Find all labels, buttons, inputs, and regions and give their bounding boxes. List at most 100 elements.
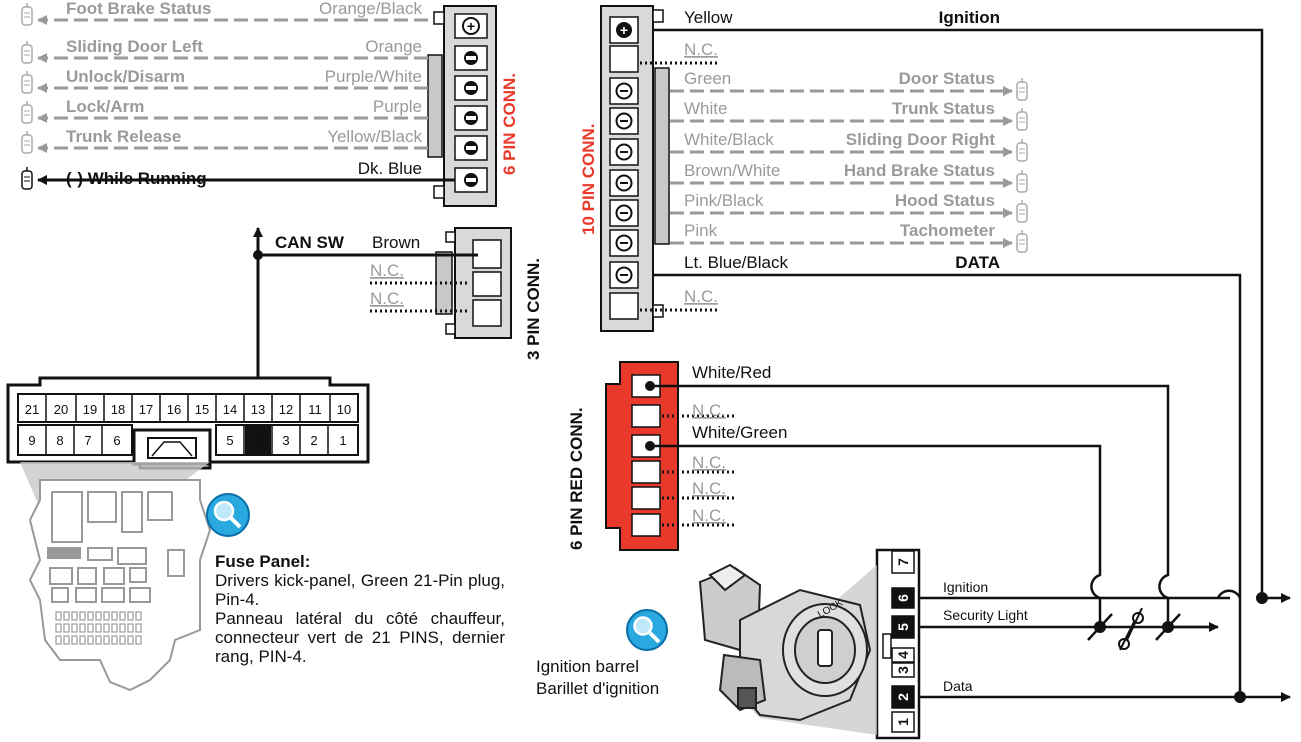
ignition-pin xyxy=(891,647,915,663)
fuse-panel-description: Fuse Panel: Drivers kick-panel, Green 21… xyxy=(215,552,505,666)
ten-pin-title: 10 PIN CONN. xyxy=(579,124,598,235)
ignition-caption-en: Ignition barrel xyxy=(536,657,640,676)
wire-color-label: Lt. Blue/Black xyxy=(684,253,788,272)
plug-pin-number: 20 xyxy=(54,402,68,417)
wire-function-label: Hand Brake Status xyxy=(844,161,995,180)
plug-pin-number: 18 xyxy=(111,402,125,417)
ign-wire-data: Data xyxy=(943,678,973,694)
wire-color-label: White/Black xyxy=(684,130,774,149)
ign-wire-security-light: Security Light xyxy=(943,607,1028,623)
wire-function-label: Ignition xyxy=(939,8,1000,27)
wire-color-label: Dk. Blue xyxy=(358,159,422,178)
ignition-pin xyxy=(891,662,915,678)
fuse-panel-illustration xyxy=(28,479,212,692)
long-runs xyxy=(650,28,1264,697)
remote-icon xyxy=(21,167,33,190)
ignition-pin-number: 6 xyxy=(895,594,911,602)
wire-color-label: White/Red xyxy=(692,363,771,382)
plug-pin-number: 17 xyxy=(139,402,153,417)
ignition-pin xyxy=(891,550,915,574)
wire-function-label: Trunk Status xyxy=(892,99,995,118)
red-pin-terminal xyxy=(631,513,661,537)
remote-icon xyxy=(1016,200,1028,223)
wire-color-label: Green xyxy=(684,69,731,88)
ten-pin-terminal xyxy=(609,292,639,320)
ignition-caption-fr: Barillet d'ignition xyxy=(536,679,660,698)
nc-label: N.C. xyxy=(370,289,404,308)
three-pin-title: 3 PIN CONN. xyxy=(524,258,543,360)
fuse-panel-text-en: Drivers kick-panel, Green 21-Pin plug, P… xyxy=(215,571,505,609)
cut-mark xyxy=(1087,613,1113,641)
ten-pin-terminal xyxy=(609,45,639,73)
wire-function-label: (-) While Running xyxy=(66,169,207,188)
ignition-pin-number: 7 xyxy=(895,558,911,566)
red-conn-title: 6 PIN RED CONN. xyxy=(567,407,586,550)
nc-label: N.C. xyxy=(684,40,718,59)
plug-pin-number: 7 xyxy=(84,433,91,448)
wire-color-label: Purple xyxy=(373,97,422,116)
plug-pin-number: 4 xyxy=(254,433,262,448)
nc-label: N.C. xyxy=(692,401,726,420)
wire-function-label: Unlock/Disarm xyxy=(66,67,185,86)
ignition-caption: Ignition barrel Barillet d'ignition xyxy=(536,656,696,700)
wire-color-label: Pink/Black xyxy=(684,191,764,210)
wire-function-label: Foot Brake Status xyxy=(66,0,211,18)
remote-icon xyxy=(1016,139,1028,162)
plug-pin-number: 1 xyxy=(339,433,346,448)
magnifier-icon xyxy=(206,493,250,537)
wire-function-label: Tachometer xyxy=(900,221,995,240)
remote-icon xyxy=(1016,108,1028,131)
can-sw-label: CAN SW xyxy=(275,233,345,252)
wire-color-label: Purple/White xyxy=(325,67,422,86)
ignition-wires: Ignition Security Light Data xyxy=(919,579,1291,702)
six-pin-title: 6 PIN CONN. xyxy=(500,73,519,175)
plug-pin-number: 11 xyxy=(308,402,322,417)
plug-pin-number: 5 xyxy=(226,433,233,448)
ignition-pin xyxy=(891,711,915,733)
plug-pin-number: 3 xyxy=(282,433,289,448)
ignition-pin-number: 1 xyxy=(895,718,911,726)
ignition-pin-number: 2 xyxy=(895,693,911,701)
ignition-pin xyxy=(891,615,915,639)
three-pin-connector xyxy=(435,227,512,339)
wire-function-label: Trunk Release xyxy=(66,127,181,146)
nc-label: N.C. xyxy=(692,506,726,525)
wire-function-label: Lock/Arm xyxy=(66,97,144,116)
wire-function-label: Sliding Door Right xyxy=(846,130,996,149)
plug-pin-number: 9 xyxy=(28,433,35,448)
nc-label: N.C. xyxy=(692,453,726,472)
fuse-panel-text-fr: Panneau latéral du côté chauffeur, conne… xyxy=(215,609,505,666)
wire-color-label: Yellow/Black xyxy=(327,127,422,146)
remote-icon xyxy=(21,71,33,94)
highlighted-pin xyxy=(245,426,271,454)
plug-pin-number: 8 xyxy=(56,433,63,448)
junction-data xyxy=(1234,691,1246,703)
nc-label: N.C. xyxy=(684,287,718,306)
svg-text:+: + xyxy=(467,18,475,34)
ignition-pin xyxy=(891,685,915,709)
svg-text:+: + xyxy=(620,22,628,38)
wire-color-label: Yellow xyxy=(684,8,733,27)
wire-function-label: Sliding Door Left xyxy=(66,37,203,56)
plug-pin-number: 13 xyxy=(251,402,265,417)
wire-color-label: White xyxy=(684,99,727,118)
plug-pin-number: 6 xyxy=(113,433,120,448)
remote-icon xyxy=(21,41,33,64)
ign-wire-ignition: Ignition xyxy=(943,579,988,595)
red-pin-terminal xyxy=(631,486,661,510)
ignition-pin-number: 4 xyxy=(895,651,911,659)
remote-icon xyxy=(1016,78,1028,101)
red-pin-terminal xyxy=(631,404,661,428)
wire-color-label: Brown/White xyxy=(684,161,780,180)
six-pin-terminals: + xyxy=(454,13,488,193)
plug-pin-number: 14 xyxy=(223,402,237,417)
red-six-pin-connector xyxy=(605,361,679,551)
ignition-pin xyxy=(891,587,915,609)
six-pin-connector: + xyxy=(427,5,497,207)
plug-pin-number: 2 xyxy=(310,433,317,448)
